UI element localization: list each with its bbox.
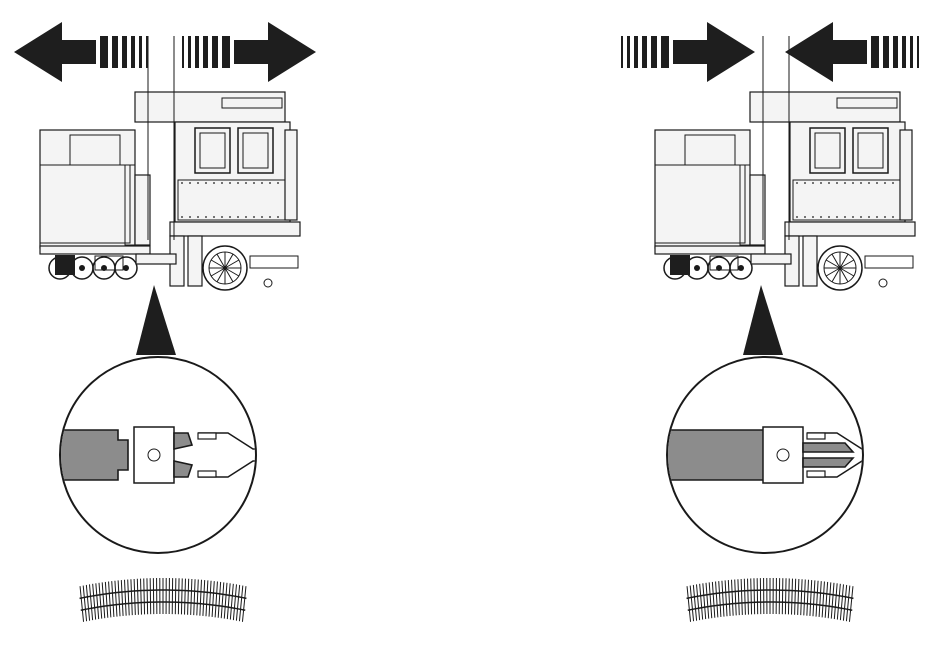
- arrow-icon: [621, 22, 755, 82]
- locomotive-drawing: [40, 36, 300, 290]
- tender: [655, 130, 765, 279]
- arrow-icon: [14, 22, 148, 82]
- uncoupling-illustration: [0, 0, 475, 651]
- coupler-detail-magnifier: [48, 285, 278, 553]
- curved-track-icon: [687, 578, 854, 622]
- panel-coupling: [475, 0, 950, 651]
- arrow-icon: [785, 22, 919, 82]
- locomotive-drawing: [655, 36, 915, 290]
- tender: [40, 130, 150, 279]
- arrow-icon: [182, 22, 316, 82]
- coupler-detail-magnifier: [655, 285, 885, 553]
- panel-uncoupling: [0, 0, 475, 651]
- coupling-illustration: [475, 0, 950, 651]
- curved-track-icon: [80, 578, 247, 622]
